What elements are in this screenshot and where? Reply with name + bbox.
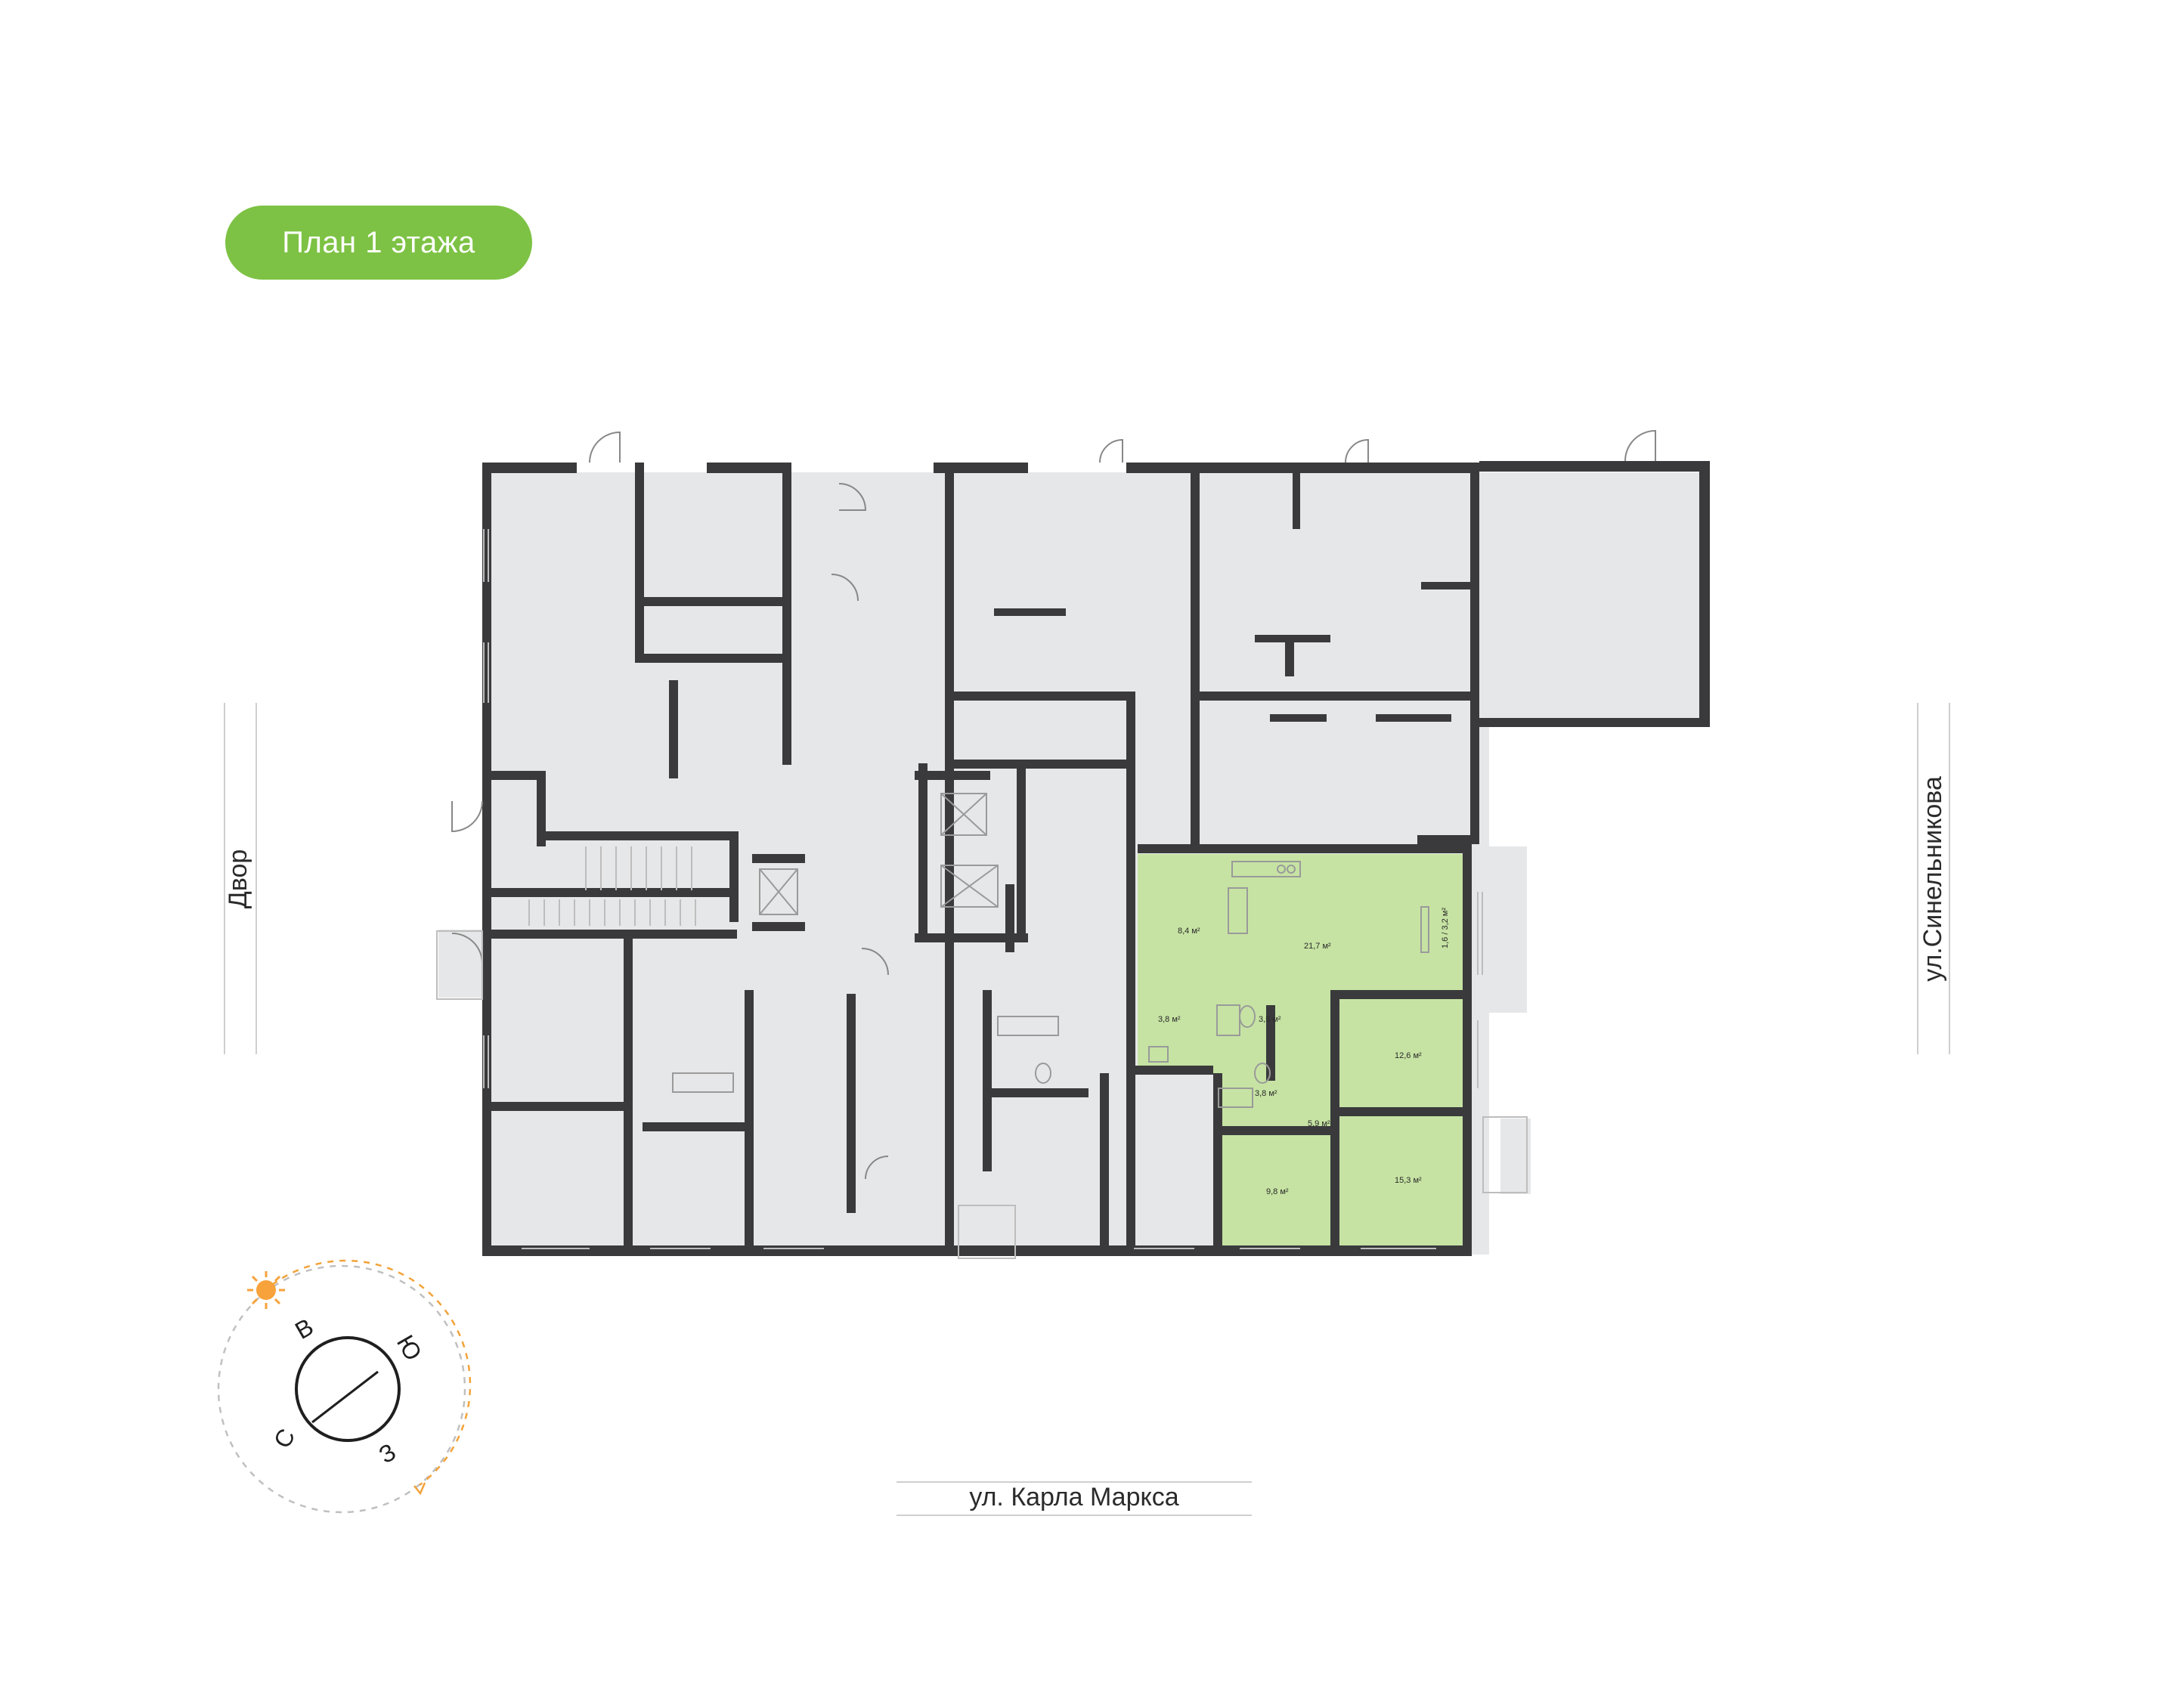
street-line xyxy=(897,1515,1252,1516)
kitchen-fixtures xyxy=(1228,861,1429,953)
page-title: План 1 этажа xyxy=(225,206,532,280)
street-label-left: Двор xyxy=(223,849,252,909)
room-area-label: 12,6 м² xyxy=(1395,1051,1422,1060)
stairs xyxy=(528,846,696,926)
windows xyxy=(483,529,1483,1249)
room-area-label: 3,8 м² xyxy=(1255,1089,1277,1098)
room-area-label: 8,4 м² xyxy=(1178,927,1200,936)
room-area-label: 5,9 м² xyxy=(1308,1119,1330,1128)
room-area-label: 15,3 м² xyxy=(1395,1176,1422,1185)
walls xyxy=(482,461,1710,1256)
street-label-bottom: ул. Карла Маркса xyxy=(969,1482,1179,1512)
street-line xyxy=(1949,703,1950,1054)
elevators xyxy=(759,793,999,915)
room-area-label: 3,5 м² xyxy=(1259,1015,1281,1024)
street-line xyxy=(224,703,225,1054)
balconies xyxy=(436,930,1528,1259)
bathroom-fixtures xyxy=(672,1004,1271,1108)
street-line xyxy=(897,1481,1252,1483)
street-line xyxy=(1917,703,1918,1054)
room-area-label: 9,8 м² xyxy=(1266,1187,1289,1196)
street-line xyxy=(255,703,257,1054)
room-area-label: 3,8 м² xyxy=(1158,1015,1181,1024)
area-labels: 8,4 м² 21,7 м² 1,6 / 3,2 м² 3,8 м² 3,5 м… xyxy=(1158,908,1450,1196)
doors xyxy=(451,429,1656,1180)
room-area-label: 21,7 м² xyxy=(1304,942,1331,951)
street-label-right: ул.Синельникова xyxy=(1918,776,1947,982)
room-area-label: 1,6 / 3,2 м² xyxy=(1441,908,1450,948)
